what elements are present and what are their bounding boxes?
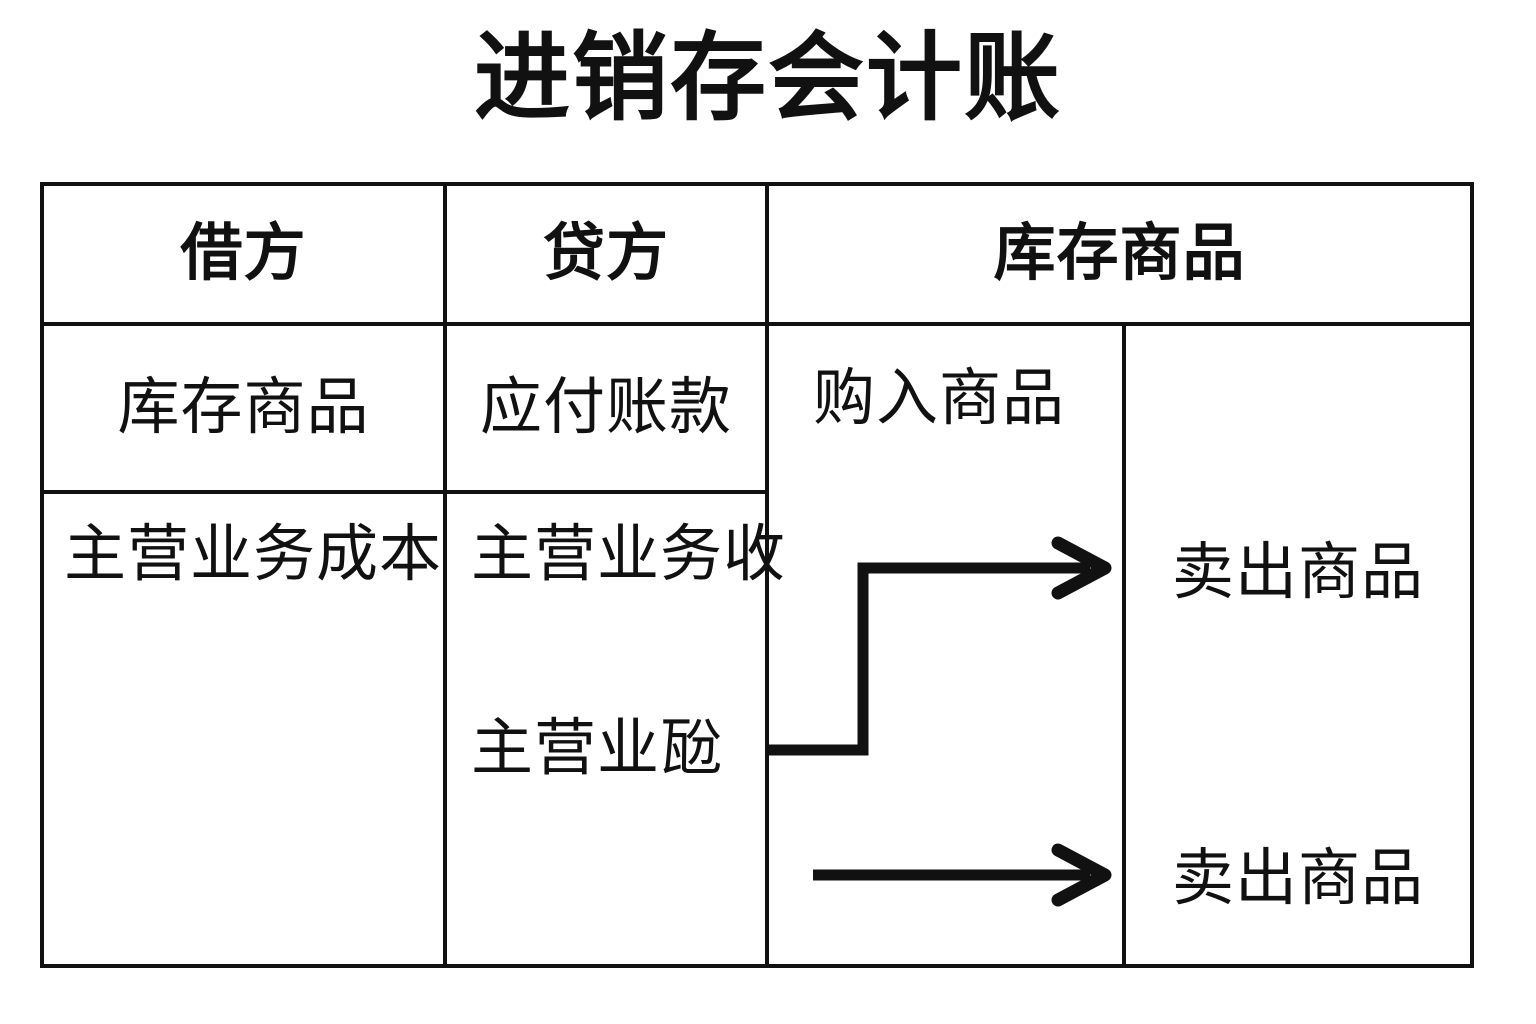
header-row-divider xyxy=(44,322,1470,326)
cell-label-credit-row2-line1: 主营业务收 xyxy=(471,520,787,589)
column-divider-debit-credit xyxy=(443,186,447,964)
row-divider-row1-row2 xyxy=(44,490,769,494)
cell-label-stock-sold-goods-2: 卖出商品 xyxy=(1171,844,1424,913)
cell-label-debit-row1: 库存商品 xyxy=(117,373,370,442)
table-cell-credit-row1: 应付账款 xyxy=(447,326,765,490)
table-cell-debit-row1: 库存商品 xyxy=(44,326,443,490)
table-cell-stock-right: 卖出商品 卖出商品 xyxy=(1126,326,1470,964)
header-label-stock: 库存商品 xyxy=(993,219,1246,288)
cell-label-stock-purchased-goods: 购入商品 xyxy=(813,364,1066,433)
column-divider-stock-inner xyxy=(1122,322,1126,964)
cell-label-credit-row1: 应付账款 xyxy=(479,373,732,442)
header-cell-debit: 借方 xyxy=(44,186,443,322)
cell-label-stock-sold-goods-1: 卖出商品 xyxy=(1171,538,1424,607)
page-title: 进销存会计账 xyxy=(474,25,1062,132)
header-cell-stock: 库存商品 xyxy=(769,186,1470,322)
header-cell-credit: 贷方 xyxy=(447,186,765,322)
table-cell-debit-row2: 主营业务成本 xyxy=(44,494,443,964)
accounting-ledger-table: 借方 贷方 库存商品 库存商品 应付账款 购入商品 卖出商品 卖出商品 主营业务… xyxy=(40,182,1474,968)
table-cell-stock-left: 购入商品 xyxy=(769,326,1122,964)
header-label-debit: 借方 xyxy=(180,219,307,288)
table-cell-credit-row2: 主营业务收 主营业瓰 xyxy=(447,494,785,964)
cell-label-debit-row2: 主营业务成本 xyxy=(64,520,443,589)
header-label-credit: 贷方 xyxy=(542,219,669,288)
cell-label-credit-row2-line2: 主营业瓰 xyxy=(471,714,724,783)
